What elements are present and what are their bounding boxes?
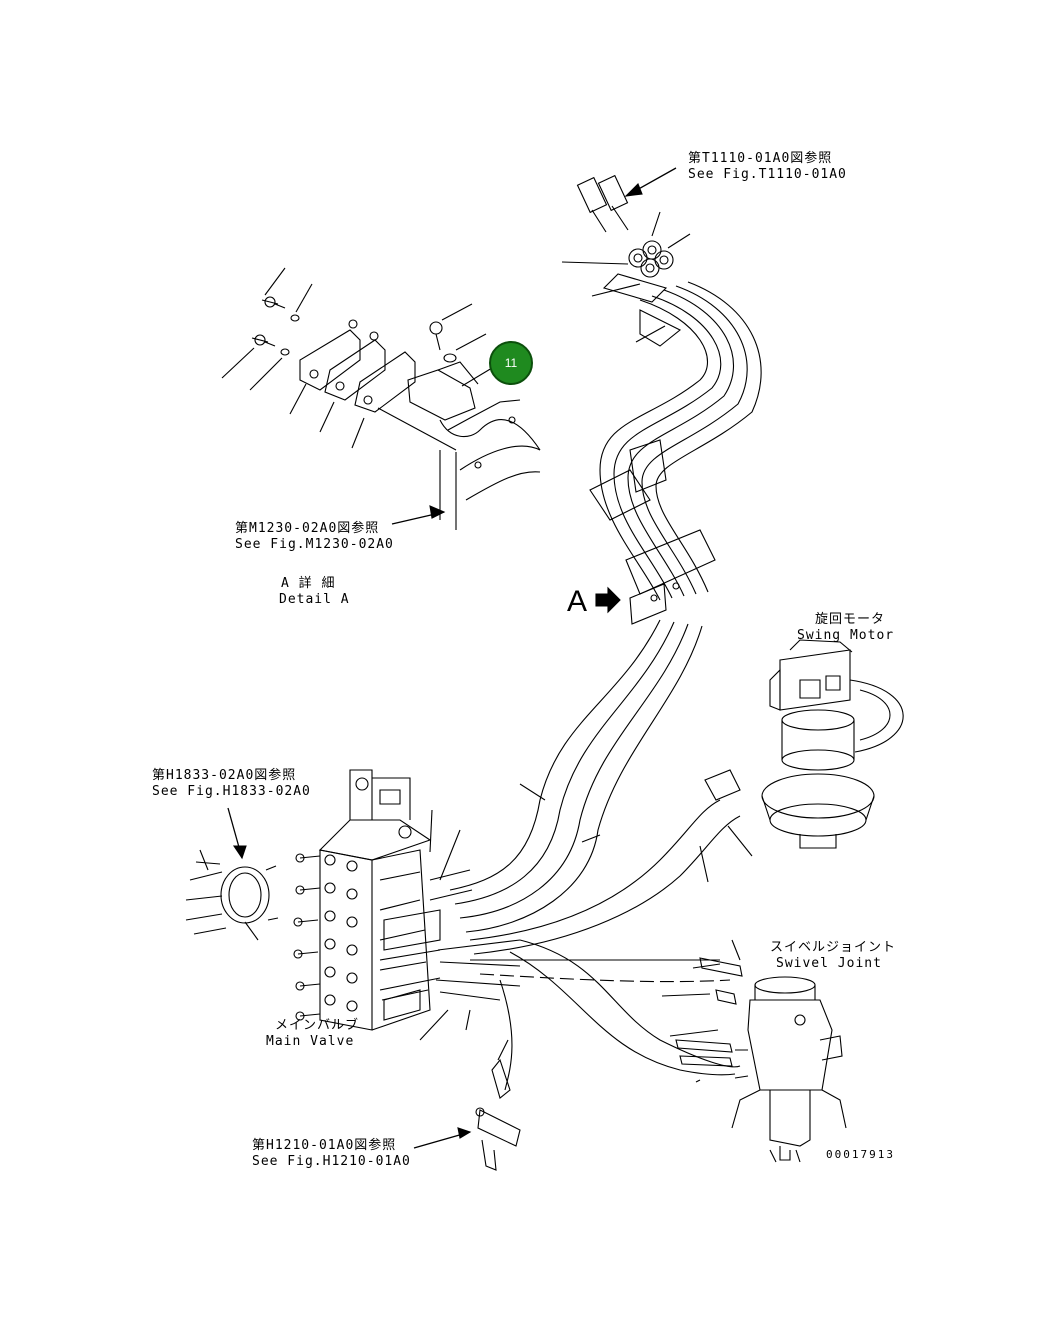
ref-m1230-en[interactable]: See Fig.M1230-02A0 [235,537,394,552]
ref-m1230-jp: 第M1230-02A0図参照 [235,521,380,536]
ref-h1833-jp: 第H1833-02A0図参照 [152,768,297,783]
main-valve-drawing [294,770,520,1040]
h1833-part-drawing [186,808,278,940]
main-valve-jp: メインバルブ [275,1018,360,1033]
top-fittings [562,168,690,342]
swivel-joint-en: Swivel Joint [776,956,882,971]
main-valve-en: Main Valve [266,1034,355,1049]
ref-h1210-en[interactable]: See Fig.H1210-01A0 [252,1154,411,1169]
swing-motor-drawing [762,640,874,848]
swivel-joint-drawing [732,977,846,1162]
detail-a-assembly [222,268,540,530]
mid-hose-clamps [590,440,715,624]
swivel-joint-hoses [470,940,740,1090]
view-marker-a: A [567,585,588,618]
detail-a-jp: A 詳 細 [281,576,336,591]
lower-hose-bundle [450,620,702,932]
swivel-joint-jp: スイベルジョイント [770,940,897,955]
part-callout-11[interactable]: 11 [489,341,533,385]
upper-hose-bundle [600,274,761,600]
bottom-sensor-drawing [414,1040,520,1170]
ref-t1110-jp: 第T1110-01A0図参照 [688,151,833,166]
ref-t1110-en[interactable]: See Fig.T1110-01A0 [688,167,847,182]
detail-a-en: Detail A [279,592,350,607]
swing-motor-hoses [470,680,903,954]
swivel-joint-fittings [676,958,742,1066]
view-a-arrow [596,588,620,612]
swing-motor-jp: 旋回モータ [815,612,886,627]
swing-motor-en: Swing Motor [797,628,895,643]
ref-h1833-en[interactable]: See Fig.H1833-02A0 [152,784,311,799]
drawing-number: 00017913 [826,1148,895,1161]
ref-h1210-jp: 第H1210-01A0図参照 [252,1138,397,1153]
